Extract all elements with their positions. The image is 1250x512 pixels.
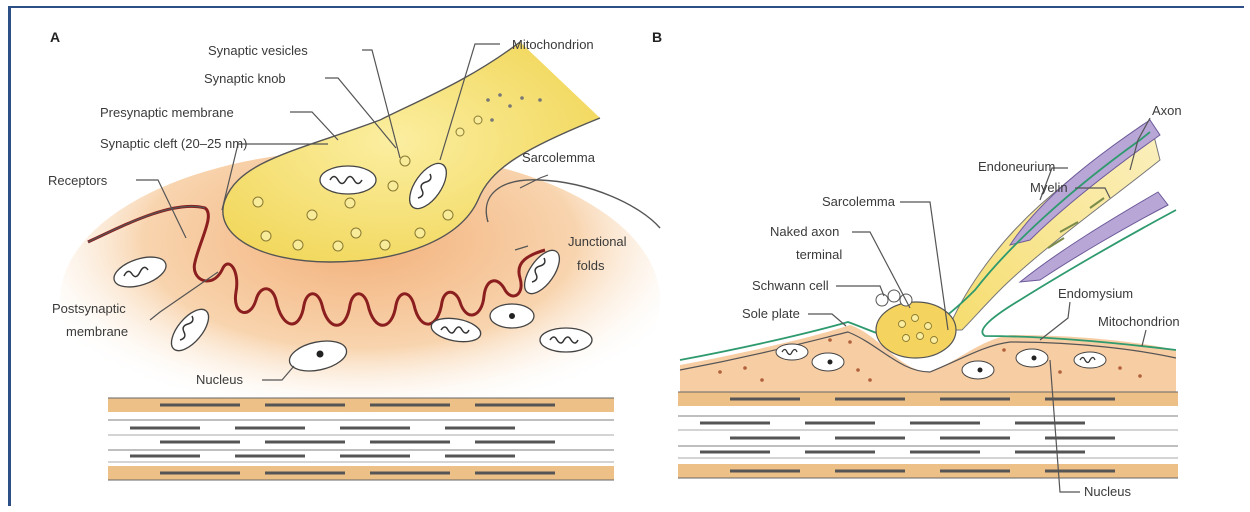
muscle-fibers-b [678,392,1178,478]
panel-b-letter: B [652,29,662,45]
panel-a-letter: A [50,29,60,45]
label-nucleus-a: Nucleus [196,372,243,387]
label-synaptic-vesicles: Synaptic vesicles [208,43,308,58]
label-synaptic-knob: Synaptic knob [204,71,286,86]
label-sarcolemma-a: Sarcolemma [522,150,596,165]
nucleus-icon [962,361,994,379]
nucleus-icon [812,353,844,371]
schwann-cell [876,290,912,306]
label-presynaptic-membrane: Presynaptic membrane [100,105,234,120]
mitochondrion-icon [320,166,376,194]
mitochondrion-icon [1074,352,1106,368]
label-mitochondrion-b: Mitochondrion [1098,314,1180,329]
label-axon: Axon [1152,103,1182,118]
nucleus-icon [490,304,534,328]
label-myelin: Myelin [1030,180,1068,195]
label-mitochondrion-a: Mitochondrion [512,37,594,52]
label-synaptic-cleft: Synaptic cleft (20–25 nm) [100,136,247,151]
label-junctional-folds-2: folds [577,258,605,273]
mitochondrion-icon [776,344,808,360]
naked-axon-terminal [876,302,956,358]
label-nucleus-b: Nucleus [1084,484,1131,499]
label-postsynaptic-membrane-1: Postsynaptic [52,301,126,316]
label-sole-plate: Sole plate [742,306,800,321]
panel-a: A [48,29,660,480]
panel-b: B [652,29,1182,499]
nucleus-icon [1016,349,1048,367]
label-endoneurium: Endoneurium [978,159,1055,174]
label-receptors: Receptors [48,173,108,188]
endomysium-outline [982,210,1176,350]
label-postsynaptic-membrane-2: membrane [66,324,128,339]
mitochondrion-icon [540,328,592,352]
label-naked-axon-terminal-1: Naked axon [770,224,839,239]
label-junctional-folds-1: Junctional [568,234,627,249]
label-naked-axon-terminal-2: terminal [796,247,842,262]
label-endomysium: Endomysium [1058,286,1133,301]
label-schwann-cell: Schwann cell [752,278,829,293]
label-sarcolemma-b: Sarcolemma [822,194,896,209]
